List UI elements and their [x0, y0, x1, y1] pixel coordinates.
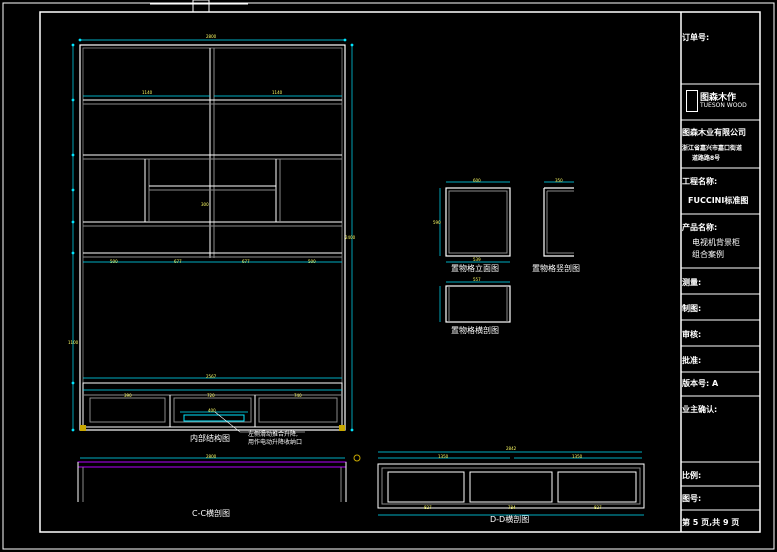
dim-shelf-hw: 557: [473, 277, 481, 282]
dim-mid-height: 300: [201, 202, 209, 207]
logo-mark-icon: [686, 90, 698, 112]
dim-shelf-w2: 539: [473, 257, 481, 262]
company-logo: 图森木作 TUESON WOOD: [684, 88, 756, 114]
product-value-2: 组合案例: [692, 250, 724, 259]
product-label: 产品名称:: [682, 223, 718, 232]
label-inner-structure: 内部结构图: [190, 434, 230, 443]
dim-dd-width: 2842: [506, 446, 517, 451]
cc-section-drawing: [77, 454, 361, 502]
dim-upper-right: 1140: [272, 90, 283, 95]
dim-lower-1: 500: [110, 259, 118, 264]
drawing-no-label: 图号:: [682, 494, 702, 503]
dim-upper-left: 1140: [142, 90, 153, 95]
dim-dd-left: 1350: [438, 454, 449, 459]
product-value-1: 电视机背景柜: [692, 238, 740, 247]
dim-dd-right: 1350: [572, 454, 583, 459]
owner-confirm-label: 业主确认:: [682, 405, 718, 414]
dim-base-3: 740: [294, 393, 302, 398]
cabinet-elevation: [79, 44, 346, 431]
dim-dd-b3: 827: [594, 505, 602, 510]
logo-en: TUESON WOOD: [700, 102, 747, 109]
dim-lower-2: 677: [174, 259, 182, 264]
note-leader: [214, 411, 305, 433]
company-address-2: 道路路8号: [692, 155, 721, 162]
dim-overall-height: 2400: [345, 235, 356, 240]
order-no-label: 订单号:: [682, 33, 710, 42]
main-dimension-ticks: [71, 38, 354, 432]
label-dd-section: D-D横剖图: [490, 515, 530, 524]
project-value: FUCCINI标准图: [688, 196, 749, 205]
dim-base-2: 720: [207, 393, 215, 398]
scale-label: 比例:: [682, 471, 702, 480]
dim-lower-4: 500: [308, 259, 316, 264]
shelf-views: [439, 181, 574, 323]
page-label: 第 5 页,共 9 页: [682, 518, 740, 527]
label-shelf-vertical: 置物格竖剖图: [532, 264, 580, 273]
approve-label: 批准:: [682, 356, 702, 365]
review-label: 审核:: [682, 330, 702, 339]
label-cc-section: C-C横剖图: [192, 509, 231, 518]
main-dimension-lines: [72, 39, 353, 430]
dim-shelf-d: 350: [555, 178, 563, 183]
dim-lower-3: 677: [242, 259, 250, 264]
dim-dd-b2: 784: [508, 505, 516, 510]
survey-label: 测量:: [682, 278, 702, 287]
top-marker: [192, 0, 210, 13]
dim-left-height: 1100: [68, 340, 79, 345]
dim-drawer: 400: [208, 408, 216, 413]
logo-cn: 图森木作: [700, 93, 737, 103]
label-note-2: 用作电动升降收纳口: [248, 439, 303, 446]
title-block-grid: [681, 83, 760, 511]
dim-shelf-w: 600: [473, 178, 481, 183]
label-note-1: 左侧滑动推合升降,: [248, 431, 298, 438]
dim-cc-width: 2800: [206, 454, 217, 459]
version-label: 版本号: A: [682, 379, 719, 388]
company-name: 图森木业有限公司: [682, 128, 746, 137]
dim-base-1: 390: [124, 393, 132, 398]
label-shelf-elevation: 置物格立面图: [451, 264, 499, 273]
company-address: 浙江省嘉兴市嘉口街道: [682, 145, 743, 152]
drawing-frame: [39, 11, 761, 533]
dd-section-drawing: [377, 451, 645, 516]
dim-shelf-h: 590: [433, 220, 441, 225]
dim-base-width: 2567: [206, 374, 217, 379]
draw-label: 制图:: [682, 304, 702, 313]
dim-dd-b1: 827: [424, 505, 432, 510]
label-shelf-horizontal: 置物格横剖图: [451, 326, 499, 335]
project-label: 工程名称:: [682, 177, 718, 186]
dim-top-width: 2800: [206, 34, 217, 39]
